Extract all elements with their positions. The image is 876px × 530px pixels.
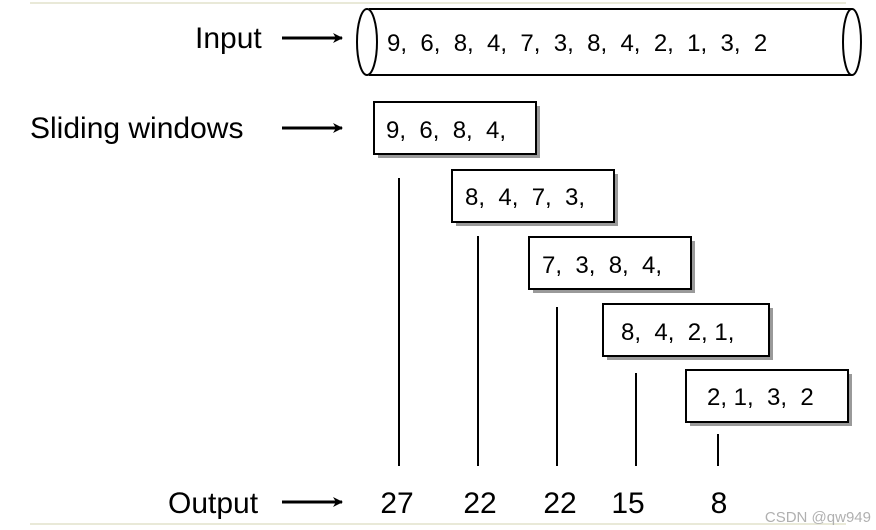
watermark: CSDN @qw949	[765, 509, 871, 526]
output-label: Output	[168, 487, 259, 520]
output-value-5: 8	[711, 487, 728, 520]
window-2: 8, 4, 7, 3,	[451, 169, 618, 226]
input-sequence: 9, 6, 8, 4, 7, 3, 8, 4, 2, 1, 3, 2	[387, 30, 767, 57]
input-cylinder: 9, 6, 8, 4, 7, 3, 8, 4, 2, 1, 3, 2	[356, 8, 862, 76]
window-5: 2, 1, 3, 2	[685, 369, 852, 426]
output-value-4: 15	[611, 487, 644, 520]
window-3: 7, 3, 8, 4,	[528, 236, 695, 293]
window-4-values: 8, 4, 2, 1,	[621, 319, 734, 346]
window-3-values: 7, 3, 8, 4,	[542, 252, 662, 279]
sliding-windows-label: Sliding windows	[30, 112, 243, 145]
window-1: 9, 6, 8, 4,	[373, 101, 540, 158]
window-2-values: 8, 4, 7, 3,	[465, 184, 585, 211]
output-value-2: 22	[463, 487, 496, 520]
output-value-1: 27	[380, 487, 413, 520]
window-4: 8, 4, 2, 1,	[602, 303, 773, 360]
output-value-3: 22	[543, 487, 576, 520]
input-label: Input	[195, 22, 262, 55]
window-1-values: 9, 6, 8, 4,	[386, 117, 506, 144]
window-5-values: 2, 1, 3, 2	[707, 384, 814, 411]
